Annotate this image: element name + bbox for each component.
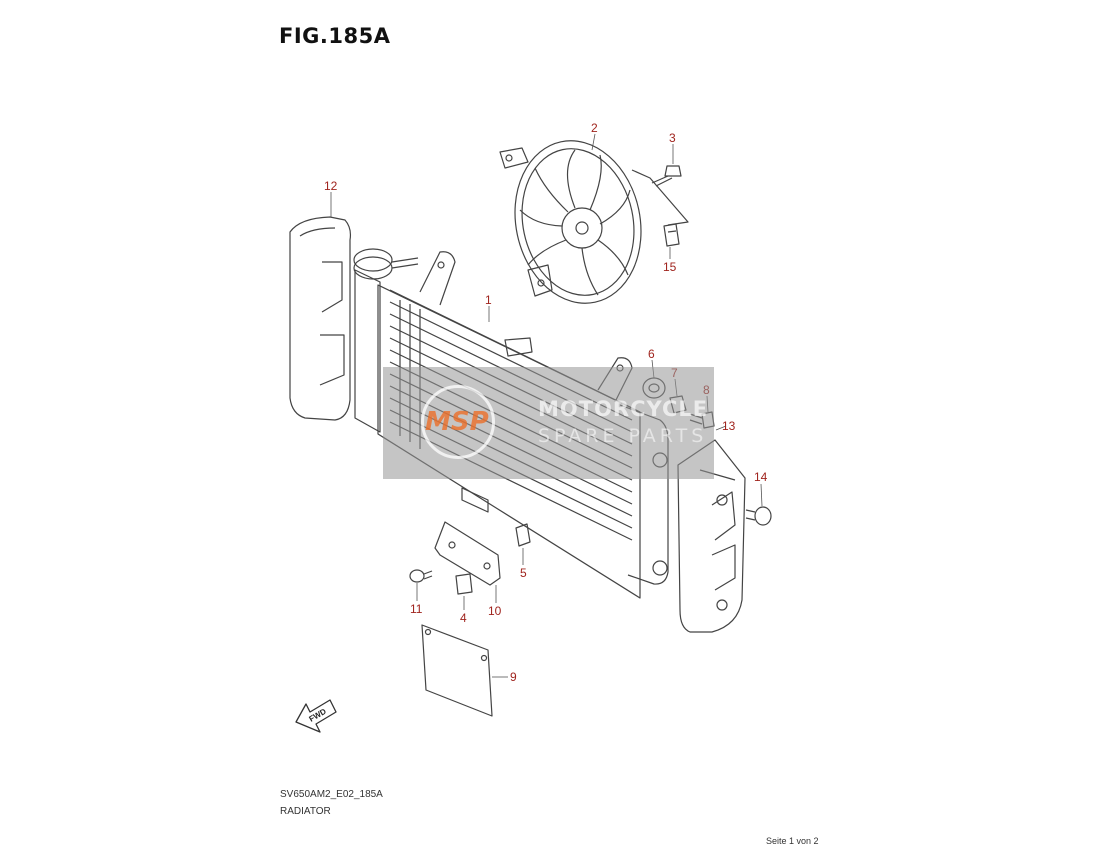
callout-15: 15 — [663, 260, 677, 274]
part-2-cooling-fan — [499, 140, 689, 304]
part-5-clip — [515, 523, 531, 547]
callout-1: 1 — [485, 293, 492, 307]
callout-6: 6 — [648, 347, 655, 361]
callout-5: 5 — [520, 566, 527, 580]
figure-name: RADIATOR — [280, 806, 331, 817]
part-12-left-cover — [289, 216, 352, 421]
part-4-nut — [455, 573, 473, 595]
callout-3: 3 — [669, 131, 676, 145]
part-15-clip — [663, 223, 680, 247]
callout-13: 13 — [722, 419, 736, 433]
callout-14: 14 — [754, 470, 768, 484]
figure-code: SV650AM2_E02_185A — [280, 789, 383, 800]
watermark-banner: MSP MOTORCYCLE SPARE PARTS — [383, 367, 714, 479]
figure-title: FIG.185A — [279, 24, 391, 48]
part-3-bolt — [651, 165, 682, 187]
page-indicator: Seite 1 von 2 — [766, 836, 819, 846]
callout-4: 4 — [460, 611, 467, 625]
watermark-logo — [421, 385, 495, 459]
callout-11: 11 — [410, 602, 423, 616]
watermark-logo-text: MSP — [425, 407, 489, 437]
callout-10: 10 — [488, 604, 502, 618]
part-14-rivet — [745, 506, 772, 526]
callout-12: 12 — [324, 179, 338, 193]
part-13-right-cover — [677, 439, 746, 633]
callout-9: 9 — [510, 670, 517, 684]
part-9-plate — [421, 624, 493, 717]
fwd-direction-arrow: FWD — [295, 699, 337, 733]
part-10-bracket — [434, 521, 501, 586]
watermark-line1: MOTORCYCLE — [538, 397, 709, 421]
callout-2: 2 — [591, 121, 598, 135]
watermark-line2: SPARE PARTS — [538, 425, 708, 447]
part-11-bolt — [409, 569, 433, 583]
